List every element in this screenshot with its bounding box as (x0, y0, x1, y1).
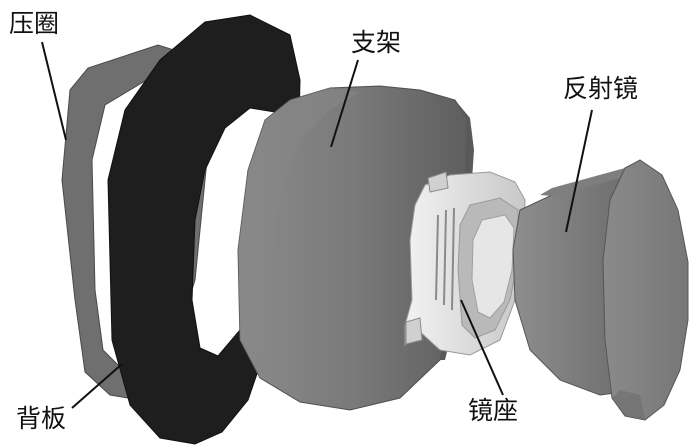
back-plate-label: 背板 (16, 404, 67, 433)
reflector-part (512, 159, 689, 421)
mirror-seat-label: 镜座 (468, 396, 519, 425)
mirror-seat-part (404, 171, 526, 356)
pressure-ring-label: 压圈 (9, 9, 60, 38)
leader-line-bracket (330, 59, 359, 148)
leader-lines (41, 41, 593, 409)
leader-line-reflector (565, 109, 593, 233)
leader-line-back-plate (71, 363, 123, 409)
bracket-label: 支架 (351, 28, 402, 57)
reflector-label: 反射镜 (563, 74, 639, 103)
leader-line-mirror-seat (460, 299, 504, 396)
leader-line-pressure-ring (41, 41, 67, 141)
